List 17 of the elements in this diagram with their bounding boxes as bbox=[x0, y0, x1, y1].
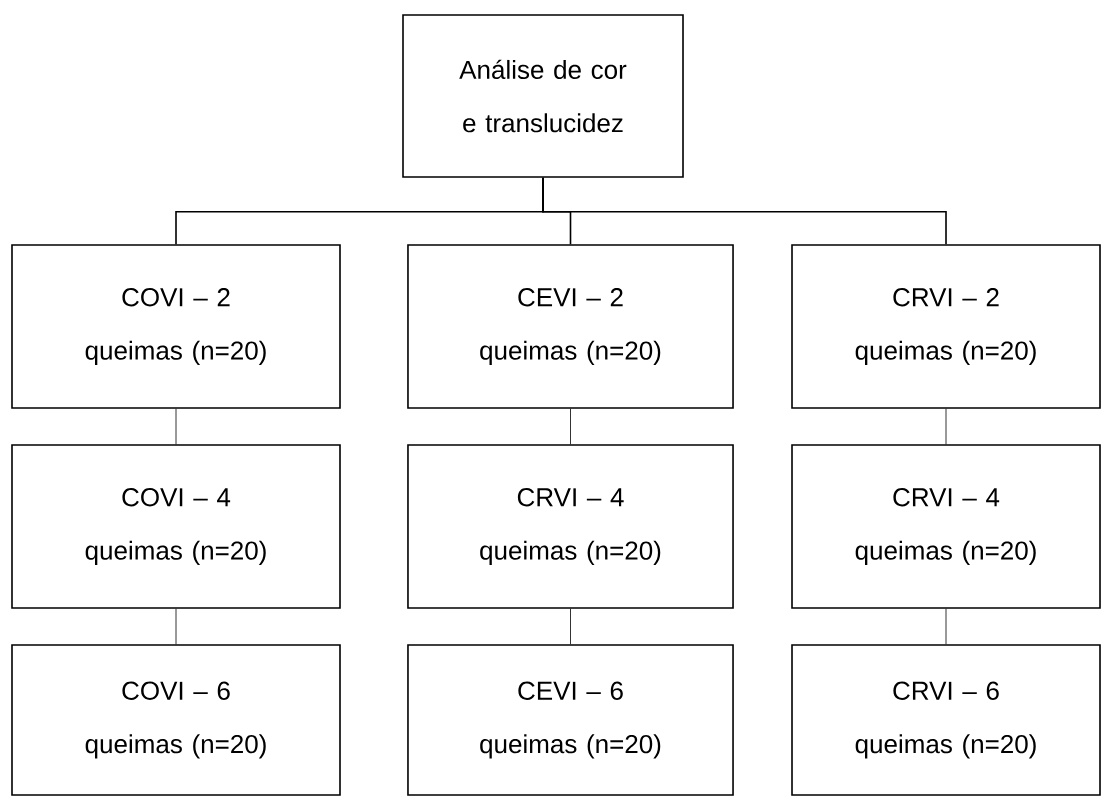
connector-line bbox=[570, 408, 571, 445]
process-box: CEVI – 2 queimas (n=20) bbox=[407, 244, 734, 409]
process-box: COVI – 2 queimas (n=20) bbox=[11, 244, 341, 409]
connector-line bbox=[945, 408, 947, 445]
connector-line bbox=[945, 608, 947, 645]
process-box: CRVI – 2 queimas (n=20) bbox=[791, 244, 1101, 409]
connector-line bbox=[570, 608, 571, 645]
connector-line bbox=[542, 177, 947, 246]
process-box: CEVI – 6 queimas (n=20) bbox=[407, 644, 734, 796]
process-box: Análise de cor e translucidez bbox=[402, 14, 684, 178]
connector-line bbox=[175, 408, 177, 445]
process-box: CRVI – 4 queimas (n=20) bbox=[791, 444, 1101, 609]
process-box: COVI – 6 queimas (n=20) bbox=[11, 644, 341, 796]
process-box: COVI – 4 queimas (n=20) bbox=[11, 444, 341, 609]
process-box: CRVI – 6 queimas (n=20) bbox=[791, 644, 1101, 796]
connector-line bbox=[175, 608, 177, 645]
process-box: CRVI – 4 queimas (n=20) bbox=[407, 444, 734, 609]
